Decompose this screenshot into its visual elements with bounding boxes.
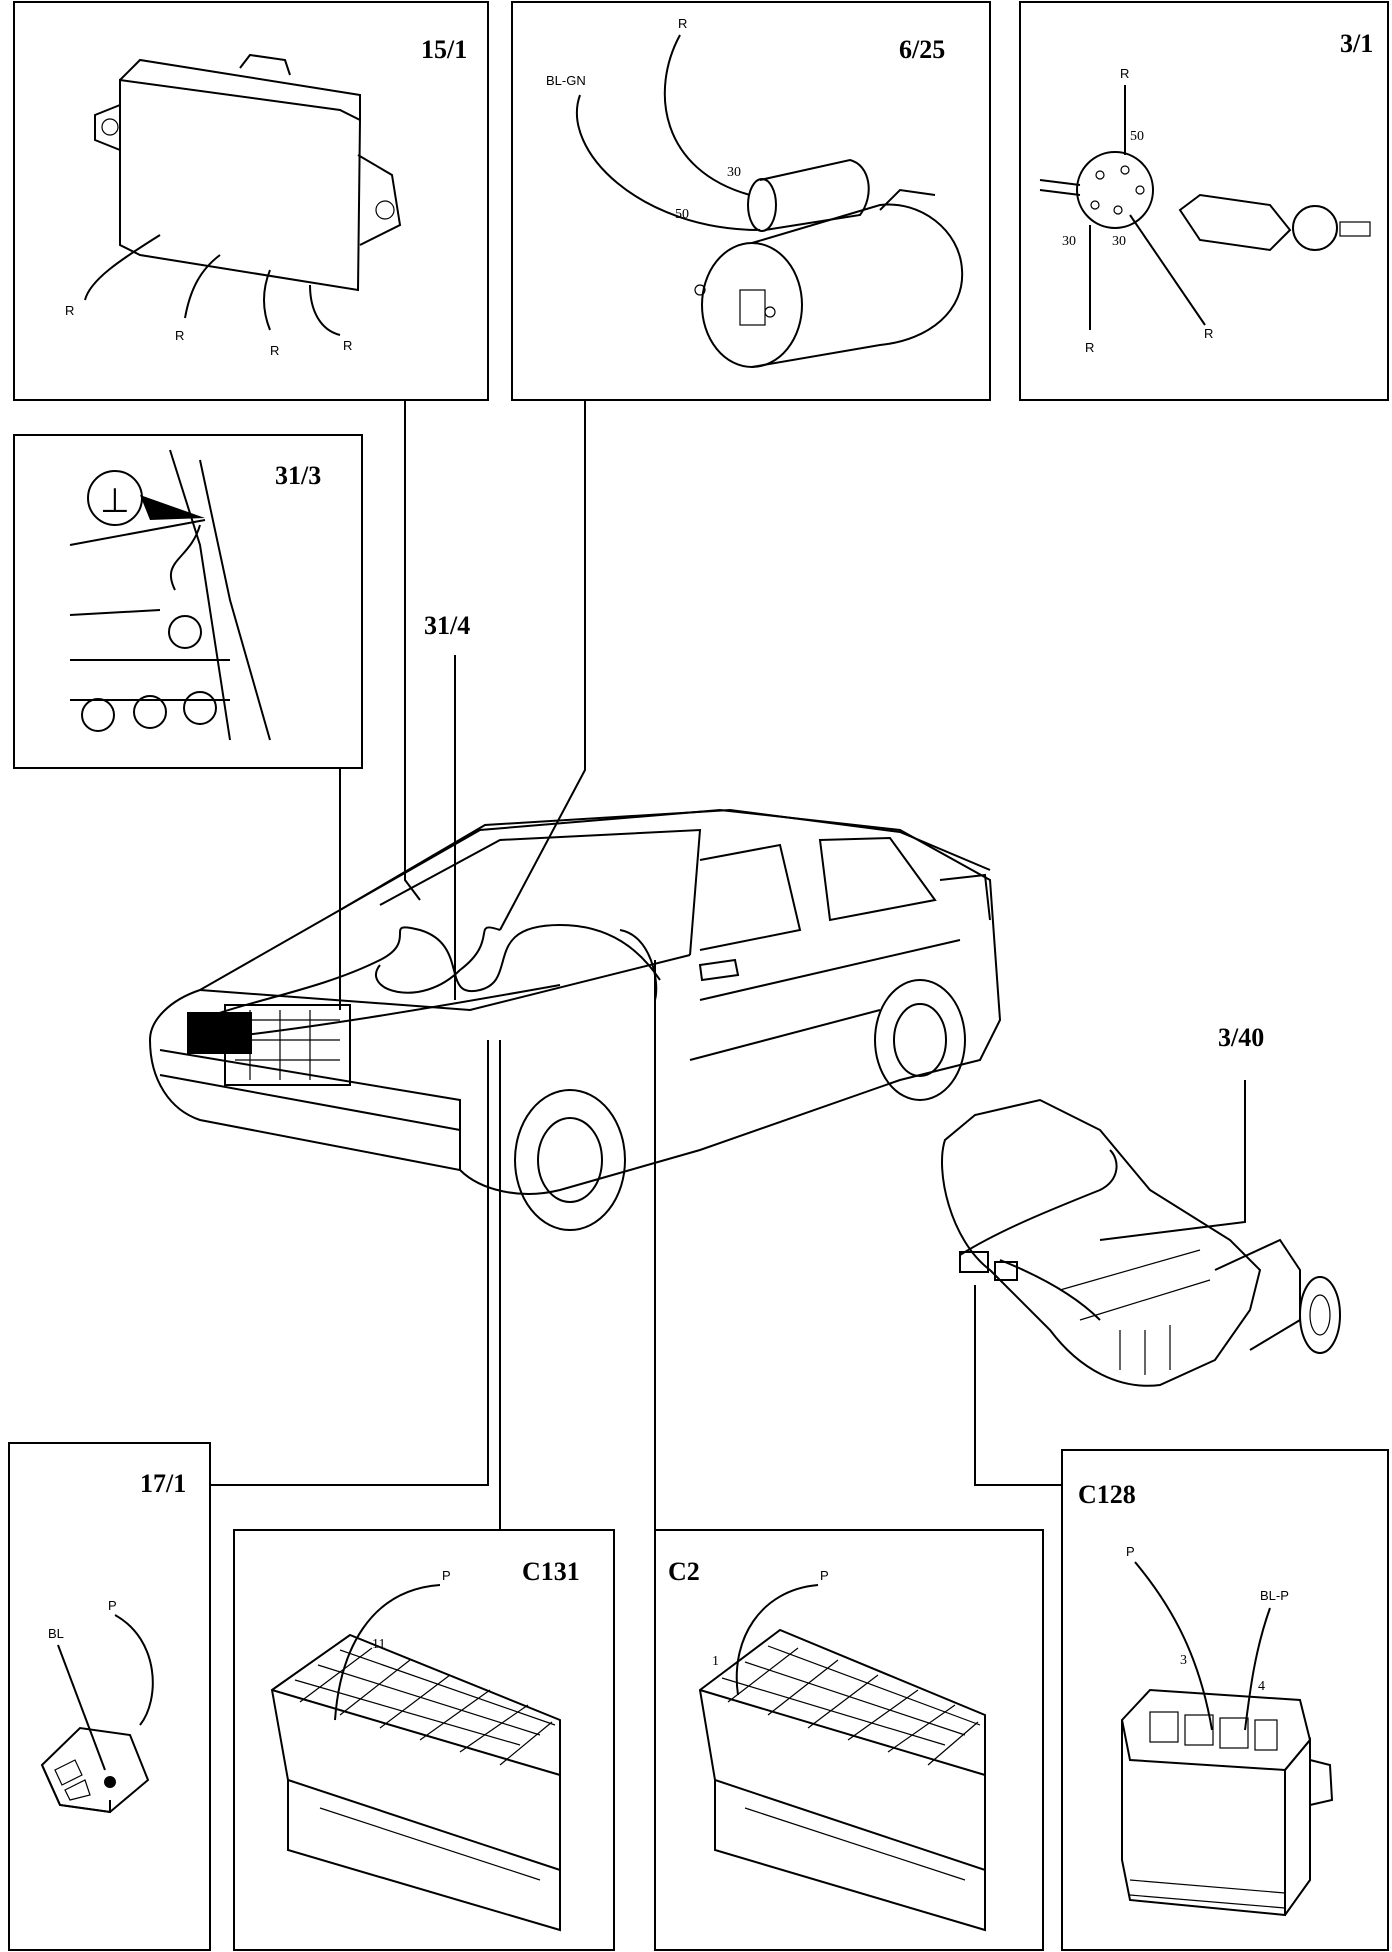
ground-point-icon: ⊥ <box>69 449 271 741</box>
panel-title-31-4: 31/4 <box>424 611 470 640</box>
panel-title-c128: C128 <box>1078 1480 1136 1509</box>
leader-3-40 <box>1099 1080 1246 1241</box>
connector-icon-c2 <box>698 1628 986 1932</box>
pin-label-3-1-30a: 30 <box>1062 234 1076 249</box>
wire-label-c128-p: P <box>1126 1544 1135 1559</box>
wire-label-17-1-p: P <box>108 1598 117 1613</box>
panel-c131: C131 P 11 <box>233 1529 615 1951</box>
pin-label-50: 50 <box>675 207 689 222</box>
leader-17-1 <box>210 1040 489 1486</box>
wire-label-3-1-top: R <box>1120 66 1129 81</box>
panel-title-17-1: 17/1 <box>140 1469 186 1498</box>
starter-motor-icon <box>694 158 964 368</box>
panel-title-3-40: 3/40 <box>1218 1023 1264 1052</box>
wire-label-15-1-b: R <box>175 328 184 343</box>
panel-title-c131: C131 <box>522 1557 580 1586</box>
pin-label-3-1-50: 50 <box>1130 129 1144 144</box>
wire-label-3-1-right: R <box>1204 326 1213 341</box>
panel-c2: C2 P 1 <box>654 1529 1044 1951</box>
wire-label-17-1-bl: BL <box>48 1626 64 1641</box>
panel-title-6-25: 6/25 <box>899 35 945 64</box>
ground-symbol: ⊥ <box>100 481 130 521</box>
panel-6-25: 6/25 R BL-GN 30 50 <box>511 1 991 401</box>
wire-label-c2-p: P <box>820 1568 829 1583</box>
car-icon <box>148 808 1002 1231</box>
wire-label-3-1-bottom: R <box>1085 340 1094 355</box>
panel-31-3: 31/3 ⊥ <box>13 434 363 769</box>
control-module-icon <box>94 53 402 292</box>
pin-label-3-1-30b: 30 <box>1112 234 1126 249</box>
wire-label-c128-bl-p: BL-P <box>1260 1588 1289 1603</box>
wire-label-15-1-c: R <box>270 343 279 358</box>
panel-title-3-1: 3/1 <box>1340 29 1373 58</box>
connector-icon-17-1 <box>40 1726 150 1814</box>
leader-c128 <box>974 1285 1062 1486</box>
wire-label-15-1-d: R <box>343 338 352 353</box>
ignition-switch-icon <box>1039 151 1371 252</box>
pin-label-c128-4: 4 <box>1258 1679 1265 1694</box>
leader-15-1 <box>404 400 421 901</box>
leader-lines <box>210 400 1246 1530</box>
connector-icon-c128 <box>1120 1688 1334 1917</box>
pin-label-c2-1: 1 <box>712 1654 719 1669</box>
panel-3-1: 3/1 R 50 30 30 R R <box>1019 1 1389 401</box>
panel-title-31-3: 31/3 <box>275 461 321 490</box>
wire-label-bl-gn: BL-GN <box>546 73 586 88</box>
pin-label-30: 30 <box>727 165 741 180</box>
panel-title-c2: C2 <box>668 1557 700 1586</box>
wire-label-15-1-a: R <box>65 303 74 318</box>
pin-label-c128-3: 3 <box>1180 1653 1187 1668</box>
panel-15-1: 15/1 R R R R <box>13 1 489 401</box>
panel-c128: C128 P BL-P 3 4 <box>1061 1449 1389 1951</box>
wire-label-r: R <box>678 16 687 31</box>
wire-label-c131-p: P <box>442 1568 451 1583</box>
leader-6-25 <box>499 400 586 931</box>
panel-title-15-1: 15/1 <box>421 35 467 64</box>
transmission-icon <box>941 1098 1341 1387</box>
connector-icon-c131 <box>270 1633 561 1932</box>
panel-17-1: 17/1 BL P <box>8 1442 211 1951</box>
